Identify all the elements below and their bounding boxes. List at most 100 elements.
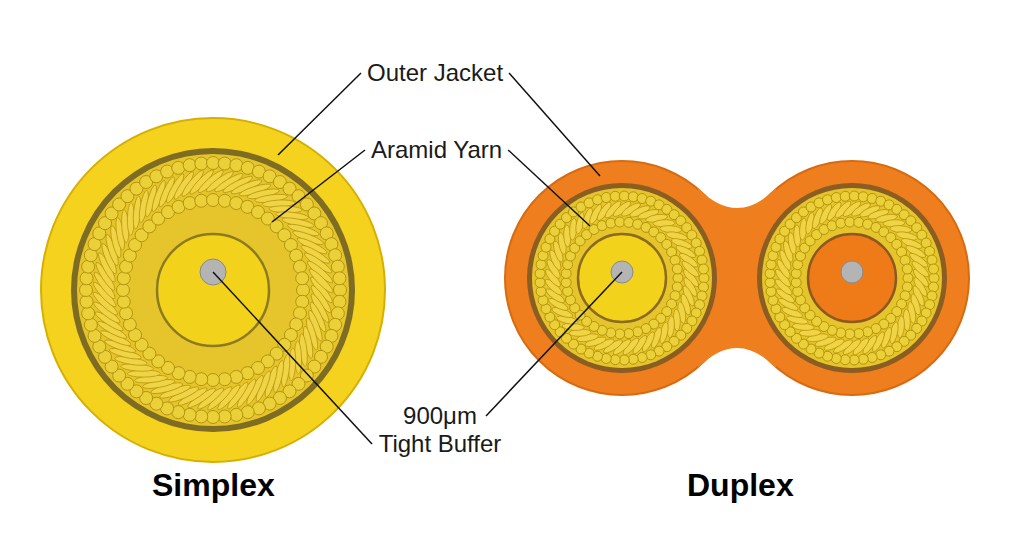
yarn-strand bbox=[845, 329, 855, 339]
yarn-strand bbox=[615, 329, 625, 339]
yarn-strand bbox=[172, 161, 185, 174]
leader-line bbox=[272, 150, 365, 222]
yarn-strand bbox=[82, 307, 95, 320]
yarn-strand bbox=[854, 329, 864, 339]
yarn-strand bbox=[610, 355, 620, 365]
yarn-strand bbox=[601, 193, 611, 203]
yarn-strand bbox=[207, 374, 220, 387]
tight-buffer bbox=[578, 234, 666, 322]
yarn-strand bbox=[697, 255, 707, 265]
yarn-twist bbox=[307, 267, 335, 295]
yarn-strand bbox=[845, 217, 855, 227]
yarn-strand bbox=[218, 194, 231, 207]
leader-line bbox=[509, 73, 600, 176]
yarn-strand bbox=[836, 218, 846, 228]
yarn-strand bbox=[183, 159, 196, 172]
yarn-strand bbox=[699, 273, 709, 283]
leader-line bbox=[508, 150, 590, 226]
yarn-strand bbox=[699, 282, 709, 292]
yarn-strand bbox=[535, 278, 545, 288]
yarn-strand bbox=[207, 194, 220, 207]
yarn-strand bbox=[624, 217, 634, 227]
aramid-yarn-texture bbox=[535, 191, 939, 365]
yarn-strand bbox=[84, 318, 97, 331]
simplex-cable bbox=[41, 118, 385, 462]
yarn-strand bbox=[331, 307, 344, 320]
yarn-strand bbox=[329, 249, 342, 262]
yarn-strand bbox=[858, 354, 868, 364]
yarn-strand bbox=[791, 278, 801, 288]
yarn-strand bbox=[218, 410, 231, 423]
yarn-strand bbox=[536, 260, 546, 270]
yarn-strand bbox=[673, 273, 683, 283]
yarn-strand bbox=[831, 193, 841, 203]
yarn-strand bbox=[765, 278, 775, 288]
yarn-strand bbox=[637, 352, 647, 362]
yarn-strand bbox=[230, 408, 243, 421]
yarn-strand bbox=[297, 284, 310, 297]
part-label: 900μm Tight Buffer bbox=[378, 402, 502, 458]
yarn-strand bbox=[672, 264, 682, 274]
yarn-strand bbox=[230, 159, 243, 172]
yarn-strand bbox=[610, 191, 620, 201]
yarn-strand bbox=[117, 295, 130, 308]
yarn-strand bbox=[80, 295, 93, 308]
yarn-strand bbox=[535, 268, 545, 278]
yarn-strand bbox=[241, 406, 254, 419]
yarn-strand bbox=[929, 282, 939, 292]
yarn-strand bbox=[218, 157, 231, 170]
yarn-twist bbox=[910, 259, 931, 279]
yarn-strand bbox=[207, 411, 220, 424]
yarn-strand bbox=[867, 352, 877, 362]
yarn-strand bbox=[903, 273, 913, 283]
jacket-inner-gap bbox=[757, 183, 947, 373]
yarn-strand bbox=[195, 157, 208, 170]
yarn-strand bbox=[333, 295, 346, 308]
yarn-strand bbox=[296, 272, 309, 285]
yarn-strand bbox=[334, 284, 347, 297]
yarn-strand bbox=[293, 260, 306, 273]
yarn-strand bbox=[183, 408, 196, 421]
yarn-strand bbox=[80, 272, 93, 285]
yarn-strand bbox=[536, 286, 546, 296]
tight-buffer bbox=[808, 234, 896, 322]
yarn-strand bbox=[849, 355, 859, 365]
yarn-strand bbox=[863, 327, 873, 337]
yarn-strand bbox=[793, 286, 803, 296]
yarn-strand bbox=[619, 191, 629, 201]
yarn-strand bbox=[849, 191, 859, 201]
part-label: Aramid Yarn bbox=[371, 136, 502, 164]
yarn-strand bbox=[902, 264, 912, 274]
yarn-strand bbox=[633, 327, 643, 337]
yarn-strand bbox=[619, 355, 629, 365]
yarn-strand bbox=[195, 373, 208, 386]
yarn-strand bbox=[840, 191, 850, 201]
yarn-strand bbox=[624, 329, 634, 339]
yarn-strand bbox=[615, 217, 625, 227]
fiber-core bbox=[841, 261, 863, 283]
yarn-strand bbox=[840, 355, 850, 365]
yarn-strand bbox=[538, 295, 548, 305]
yarn-strand bbox=[331, 260, 344, 273]
yarn-strand bbox=[230, 370, 243, 383]
leader-line bbox=[213, 272, 372, 444]
yarn-strand bbox=[606, 218, 616, 228]
aramid-yarn bbox=[532, 188, 712, 368]
yarn-twist bbox=[680, 259, 701, 279]
yarn-strand bbox=[296, 295, 309, 308]
leader-line bbox=[278, 73, 361, 155]
yarn-strand bbox=[117, 272, 130, 285]
yarn-strand bbox=[333, 272, 346, 285]
yarn-strand bbox=[927, 255, 937, 265]
yarn-strand bbox=[765, 268, 775, 278]
yarn-strand bbox=[766, 260, 776, 270]
yarn-strand bbox=[120, 307, 133, 320]
yarn-strand bbox=[858, 192, 868, 202]
yarn-strand bbox=[82, 260, 95, 273]
yarn-strand bbox=[561, 268, 571, 278]
yarn-strand bbox=[628, 192, 638, 202]
yarn-strand bbox=[766, 286, 776, 296]
outer-jacket bbox=[41, 118, 385, 462]
yarn-strand bbox=[768, 295, 778, 305]
